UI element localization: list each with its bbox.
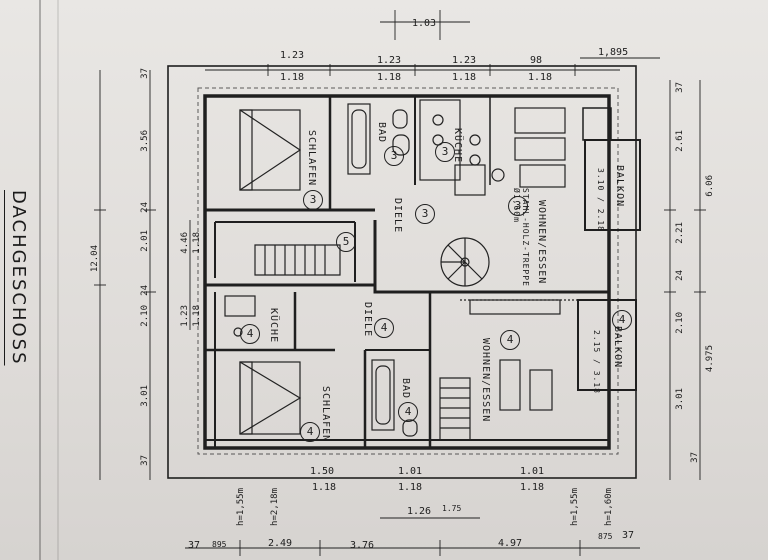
height-note-4: h=1,60m <box>604 488 614 526</box>
dim-left-7: 2.10 <box>140 305 150 327</box>
dim-left-inner-3: 1.23 <box>180 305 190 327</box>
unit-number-circle: 4 <box>374 318 394 338</box>
unit-number-circle: 4 <box>240 324 260 344</box>
dim-top-sub-2: 1.18 <box>377 72 402 83</box>
room-diele-top: DIELE <box>392 198 403 234</box>
dim-top-sub-1: 1.18 <box>280 72 305 83</box>
dim-top-upper-1: 1.03 <box>412 18 437 29</box>
room-bad-bottom: BAD <box>400 378 411 400</box>
dim-left-3: 24 <box>140 202 150 213</box>
dim-top-sub-4: 1.18 <box>528 72 553 83</box>
room-diele-bottom: DIELE <box>362 302 373 338</box>
dim-right-7: 4.975 <box>705 345 715 373</box>
room-kueche-top: KÜCHE <box>452 128 463 164</box>
dim-right-5: 24 <box>675 270 685 281</box>
room-balkon-bottom: BALKON <box>612 326 623 369</box>
height-note-2: h=2,18m <box>270 488 280 526</box>
dim-bottom-lower-6: 875 <box>598 532 613 541</box>
plan-title: DACHGESCHOSS <box>8 190 29 366</box>
room-wohnen-top: WOHNEN/ESSEN <box>536 200 547 285</box>
dim-left-inner-1: 4.46 <box>180 232 190 254</box>
dim-left-6: 24 <box>140 285 150 296</box>
dim-right-8: 3.01 <box>675 388 685 410</box>
dim-bottom-row-1: 1.50 <box>310 466 335 477</box>
room-schlafen-top: SCHLAFEN <box>306 130 317 187</box>
dim-top-row-3: 1.23 <box>452 55 477 66</box>
dim-bottom-sub-1: 1.18 <box>312 482 337 493</box>
dim-right-6: 2.10 <box>675 312 685 334</box>
dim-bottom-mid-1: 1.26 <box>407 506 432 517</box>
dim-bottom-lower-5: 4.97 <box>498 538 523 549</box>
room-kueche-bottom: KÜCHE <box>268 308 279 344</box>
dim-top-upper-2: 1,895 <box>598 47 629 58</box>
dim-bottom-sub-3: 1.18 <box>520 482 545 493</box>
dim-top-row-4: 98 <box>530 55 543 66</box>
dim-left-1: 37 <box>140 68 150 79</box>
dim-right-1: 37 <box>675 82 685 93</box>
room-wohnen-bottom: WOHNEN/ESSEN <box>480 338 491 423</box>
dim-left-inner-2: 1.18 <box>192 232 202 254</box>
dim-right-4: 6.06 <box>705 175 715 197</box>
dim-right-2: 2.61 <box>675 130 685 152</box>
dim-bottom-row-2: 1.01 <box>398 466 423 477</box>
dim-bottom-lower-3: 2.49 <box>268 538 293 549</box>
room-bad-top: BAD <box>376 122 387 144</box>
unit-number-circle: 4 <box>398 402 418 422</box>
unit-number-circle: 4 <box>500 330 520 350</box>
unit-number-circle: 3 <box>415 204 435 224</box>
dim-bottom-lower-7: 37 <box>622 530 635 541</box>
room-balkon-bottom-dims: 2.15 / 3.18 <box>592 330 601 394</box>
dim-left-4: 2.01 <box>140 230 150 252</box>
height-note-1: h=1,55m <box>236 488 246 526</box>
dim-bottom-lower-1: 37 <box>188 540 201 551</box>
dim-bottom-mid-2: 1.75 <box>442 504 462 513</box>
unit-number-circle: 3 <box>435 142 455 162</box>
dim-left-2: 3.56 <box>140 130 150 152</box>
unit-number-circle: 5 <box>336 232 356 252</box>
room-schlafen-bottom: SCHLAFEN <box>320 386 331 443</box>
room-balkon-top: BALKON <box>614 165 625 208</box>
unit-number-circle: 4 <box>612 310 632 330</box>
dim-bottom-sub-2: 1.18 <box>398 482 423 493</box>
dim-right-3: 2.21 <box>675 222 685 244</box>
height-note-3: h=1,55m <box>570 488 580 526</box>
dim-top-sub-3: 1.18 <box>452 72 477 83</box>
unit-number-circle: 3 <box>303 190 323 210</box>
dim-bottom-row-3: 1.01 <box>520 466 545 477</box>
dim-left-5: 12.04 <box>90 245 100 273</box>
dim-left-9: 37 <box>140 455 150 466</box>
room-balkon-top-dims: 3.10 / 2.18 <box>596 168 605 232</box>
unit-number-circle: 3 <box>384 146 404 166</box>
dim-bottom-lower-2: 895 <box>212 540 227 549</box>
dim-top-row-1: 1.23 <box>280 50 305 61</box>
dim-bottom-lower-4: 3.76 <box>350 540 375 551</box>
unit-number-circle: 4 <box>300 422 320 442</box>
unit-number-circle: 3 <box>508 196 528 216</box>
dim-left-inner-4: 1.18 <box>192 305 202 327</box>
dim-left-8: 3.01 <box>140 385 150 407</box>
dim-right-9: 37 <box>690 452 700 463</box>
dim-top-row-2: 1.23 <box>377 55 402 66</box>
